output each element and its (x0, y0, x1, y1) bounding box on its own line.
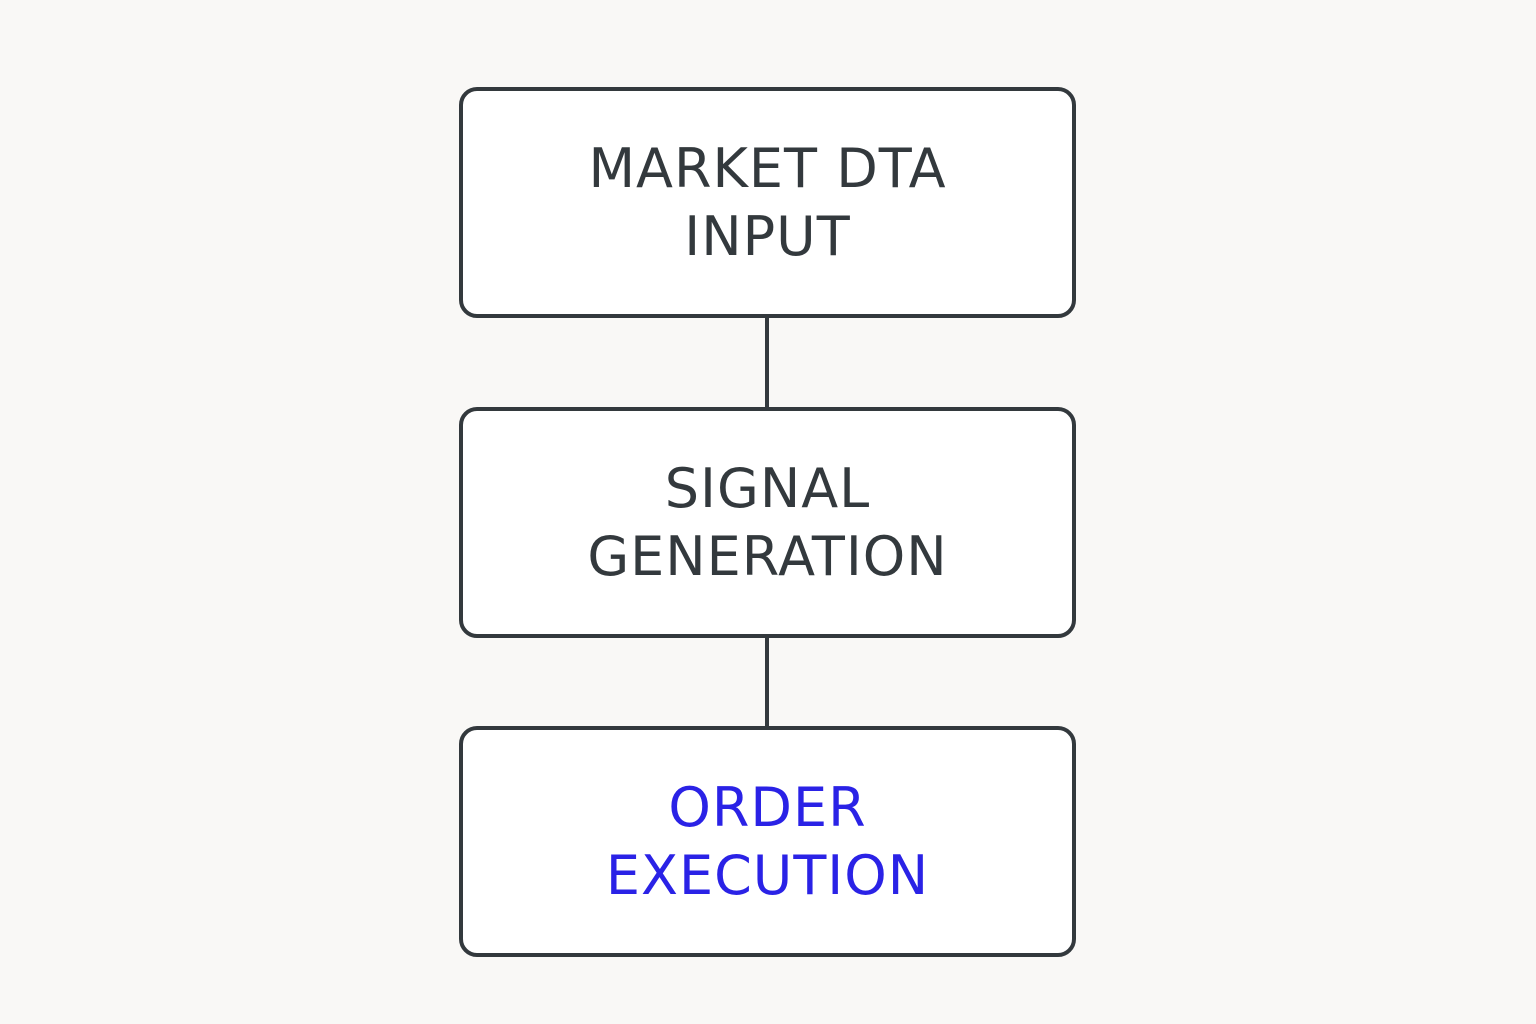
connector-market-to-signal (765, 318, 769, 407)
node-market-data-input: MARKET DTA INPUT (459, 87, 1076, 318)
node-label-line: EXECUTION (605, 843, 930, 907)
node-label-line: INPUT (684, 204, 851, 268)
node-label-line: SIGNAL (664, 456, 871, 520)
connector-signal-to-order (765, 638, 769, 726)
node-label-line: GENERATION (587, 524, 948, 588)
node-label-line: MARKET DTA (588, 136, 947, 200)
node-signal-generation: SIGNAL GENERATION (459, 407, 1076, 638)
node-label-line: ORDER (668, 775, 867, 839)
node-order-execution: ORDER EXECUTION (459, 726, 1076, 957)
